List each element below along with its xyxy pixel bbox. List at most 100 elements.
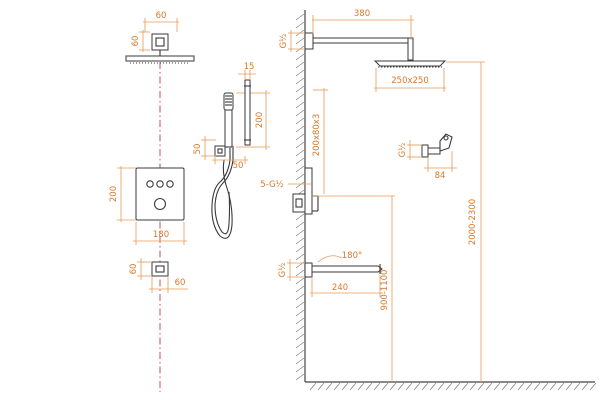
floor-hatch-line	[461, 382, 469, 391]
wall-hatch-line	[295, 21, 305, 29]
wall-hatch-line	[295, 245, 305, 253]
handheld-length-dimension: 200	[236, 90, 270, 150]
floor-hatch-line	[309, 382, 317, 391]
arm-length-label: 380	[354, 9, 370, 19]
floor-hatch-line	[557, 382, 565, 391]
wall-hatch-line	[295, 117, 305, 125]
wall-hatch-line	[295, 221, 305, 229]
head-height-label: 2000-2300	[468, 199, 478, 245]
valve-thread-label: 5-G½	[260, 180, 284, 190]
floor-hatch-line	[573, 382, 581, 391]
thermostatic-valve-plate	[135, 167, 185, 221]
floor-hatch-line	[373, 382, 381, 391]
arm-thread-dimension: G½	[279, 30, 305, 52]
floor-hatch-line	[421, 382, 429, 391]
spout-rotation-dimension: 180°	[317, 251, 362, 263]
wall-hatch-line	[295, 101, 305, 109]
hose-outlet-elbow	[214, 145, 226, 157]
wall-hatch-line	[295, 365, 305, 373]
floor-hatch-line	[549, 382, 557, 391]
wall-hatch-line	[295, 77, 305, 85]
floor-hatch-line	[397, 382, 405, 391]
wall-hatch-line	[295, 333, 305, 341]
bath-spout-side	[304, 262, 383, 278]
slide-bar-side	[244, 79, 251, 146]
hand-shower-handset	[223, 92, 234, 148]
floor-hatch-line	[541, 382, 549, 391]
floor-hatch-line	[365, 382, 373, 391]
floor-hatch-line	[333, 382, 341, 391]
arm-plate-height-dimension: 60	[131, 30, 150, 52]
wall-hatch-line	[295, 229, 305, 237]
spout-height-label: 900-1100	[380, 270, 390, 311]
spout-plate-width-label: 60	[175, 278, 186, 288]
wall-hatch-line	[295, 309, 305, 317]
floor-hatch-line	[453, 382, 461, 391]
floor-hatch-line	[517, 382, 525, 391]
wall-hatch-line	[295, 317, 305, 325]
wall-hatch-line	[295, 349, 305, 357]
floor-hatch-line	[485, 382, 493, 391]
floor-hatch-line	[381, 382, 389, 391]
spout-thread-label: G½	[278, 263, 288, 278]
wall-hatch-line	[295, 285, 305, 293]
wall-hatch-line	[295, 237, 305, 245]
floor-hatch-line	[445, 382, 453, 391]
wall-hatch-line	[295, 293, 305, 301]
wall-hatch-line	[295, 373, 305, 381]
head-height-dimension: 2000-2300	[446, 61, 485, 382]
floor-hatch-line	[325, 382, 333, 391]
wall-hatch-line	[295, 269, 305, 277]
spout-thread-dimension: G½	[278, 259, 305, 281]
wall-hatch-line	[295, 37, 305, 45]
floor-hatch-line	[581, 382, 589, 391]
wall-hatch-line	[295, 357, 305, 365]
spout-wall-plate-front	[151, 261, 169, 277]
head-size-label: 250x250	[391, 76, 428, 86]
wall-hatch-line	[295, 133, 305, 141]
slide-bar-width-dimension: 15	[238, 62, 256, 80]
wall-hatch-line	[295, 181, 305, 189]
floor-hatch-line	[509, 382, 517, 391]
floor-hatch-line	[493, 382, 501, 391]
head-size-dimension: 250x250	[374, 68, 446, 92]
floor-hatch-line	[525, 382, 533, 391]
floor-hatch-line	[501, 382, 509, 391]
handheld-length-label: 200	[255, 112, 265, 128]
wall-hatch-line	[295, 85, 305, 93]
spout-rotation-label: 180°	[342, 251, 362, 261]
rain-head-front	[125, 55, 195, 64]
valve-width-dimension: 180	[133, 222, 187, 245]
holder-depth-dimension: 84	[424, 151, 457, 181]
wall-hatch-line	[295, 301, 305, 309]
wall-hatch-line	[295, 341, 305, 349]
floor-hatch-line	[477, 382, 485, 391]
floor-hatch-line	[357, 382, 365, 391]
valve-depth-dimension: 200x80x3	[312, 88, 328, 194]
valve-depth-label: 200x80x3	[312, 114, 322, 157]
holder-thread-label: G½	[398, 143, 408, 158]
floor-hatch-line	[389, 382, 397, 391]
wall-hatch-line	[295, 125, 305, 133]
spout-height-dimension: 900-1100	[312, 195, 395, 382]
hose-outlet-height-dimension: 50	[193, 136, 216, 160]
arm-plate-width-label: 60	[156, 11, 167, 21]
hose-outlet-height-label: 50	[193, 144, 203, 155]
floor-hatch-line	[413, 382, 421, 391]
holder-depth-label: 84	[435, 171, 446, 181]
floor-hatch-line	[437, 382, 445, 391]
rain-head-side	[373, 60, 447, 68]
floor-hatch-line	[405, 382, 413, 391]
floor-hatch-line	[469, 382, 477, 391]
wall-hatch-line	[295, 141, 305, 149]
wall-hatch-line	[295, 93, 305, 101]
spout-plate-height-label: 60	[129, 264, 139, 275]
floor-hatch-line	[533, 382, 541, 391]
holder-thread-dimension: G½	[398, 140, 422, 160]
wall-hatch-line	[295, 165, 305, 173]
shower-arm	[304, 32, 414, 61]
spout-length-label: 240	[332, 283, 348, 293]
hose-outlet-width-dimension: 50	[212, 156, 248, 171]
wall-hatch-line	[295, 277, 305, 285]
